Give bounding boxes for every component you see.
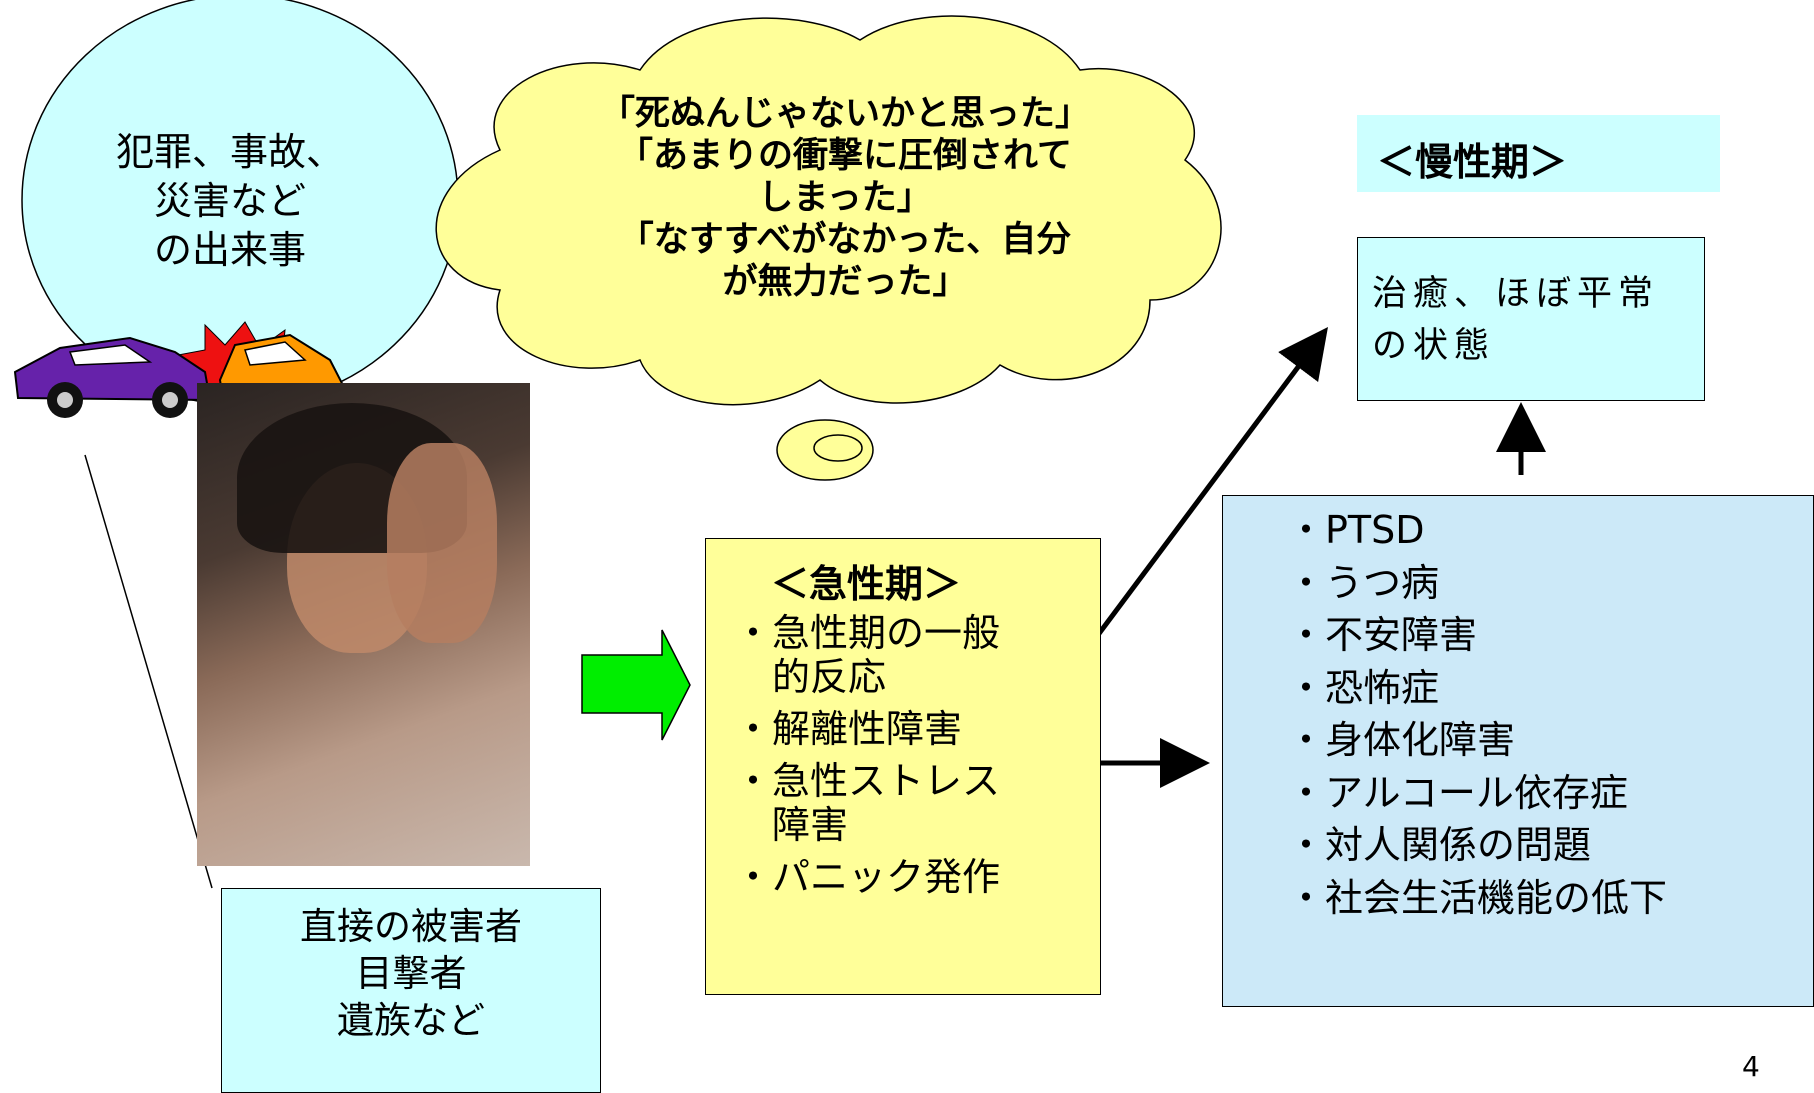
acute-phase-title: ＜急性期＞ — [771, 562, 962, 606]
bubble-line-5: が無力だった」 — [722, 262, 968, 302]
victim-line-1: 直接の被害者 — [300, 905, 522, 948]
chronic-item: ・対人関係の問題 — [1287, 823, 1592, 867]
acute-phase-box: ＜急性期＞ ・急性期の一般 的反応 ・解離性障害 ・急性ストレス 障害 ・パニッ… — [705, 538, 1101, 995]
arrow-to-recovery — [1080, 326, 1328, 657]
connector-line — [84, 454, 213, 889]
victim-box: 直接の被害者 目撃者 遺族など — [221, 888, 601, 1093]
event-line-1: 犯罪、事故、 — [115, 130, 344, 174]
victim-line-2: 目撃者 — [355, 952, 467, 995]
bubble-line-3: しまった」 — [758, 178, 932, 218]
acute-item: 障害 — [734, 803, 849, 847]
event-line-3: の出来事 — [153, 228, 306, 272]
event-line-2: 災害など — [153, 179, 306, 223]
chronic-item: ・うつ病 — [1287, 560, 1440, 605]
chronic-conditions-list: ・PTSD ・うつ病 ・不安障害 ・恐怖症 ・身体化障害 ・アルコール依存症 ・… — [1287, 504, 1667, 924]
photo-hand — [387, 443, 497, 643]
recovery-text: 治癒、ほぼ平常 の状態 — [1372, 268, 1659, 372]
acute-item: ・急性期の一般 — [734, 611, 1001, 655]
chronic-item: ・身体化障害 — [1287, 718, 1516, 762]
chronic-conditions-box: ・PTSD ・うつ病 ・不安障害 ・恐怖症 ・身体化障害 ・アルコール依存症 ・… — [1222, 495, 1814, 1007]
acute-item: ・急性ストレス — [734, 759, 1001, 803]
bubble-line-2: 「あまりの衝撃に圧倒されて — [618, 136, 1072, 176]
recovery-line-1: 治癒、ほぼ平常 — [1372, 274, 1660, 314]
bubble-line-1: 「死ぬんじゃないかと思った」 — [599, 94, 1090, 134]
thought-cloud — [435, 15, 1222, 406]
recovery-line-2: の状態 — [1372, 326, 1496, 366]
acute-item: ・解離性障害 — [734, 707, 963, 751]
victim-line-3: 遺族など — [337, 999, 485, 1042]
chronic-phase-title: ＜慢性期＞ — [1377, 140, 1568, 184]
thought-bubble-text: 「死ぬんじゃないかと思った」 「あまりの衝撃に圧倒されて しまった」 「なすすべ… — [555, 93, 1135, 303]
photo-distressed-woman — [197, 383, 530, 866]
page-number: 4 — [1742, 1050, 1760, 1083]
chronic-item: ・PTSD — [1287, 508, 1425, 552]
cloud-tail-inner — [813, 434, 863, 462]
chronic-phase-label: ＜慢性期＞ — [1357, 115, 1720, 192]
chronic-item: ・アルコール依存症 — [1287, 770, 1628, 815]
acute-item: ・パニック発作 — [734, 855, 1001, 899]
recovery-box: 治癒、ほぼ平常 の状態 — [1357, 237, 1705, 401]
acute-item: 的反応 — [734, 655, 887, 699]
chronic-item: ・不安障害 — [1287, 613, 1478, 657]
chronic-item: ・社会生活機能の低下 — [1287, 875, 1668, 920]
green-arrow — [581, 629, 691, 741]
event-circle-text: 犯罪、事故、 災害など の出来事 — [60, 128, 400, 275]
acute-phase-list: ・急性期の一般 的反応 ・解離性障害 ・急性ストレス 障害 ・パニック発作 — [734, 611, 1000, 899]
bubble-line-4: 「なすすべがなかった、自分 — [618, 220, 1072, 260]
chronic-item: ・恐怖症 — [1287, 665, 1440, 710]
